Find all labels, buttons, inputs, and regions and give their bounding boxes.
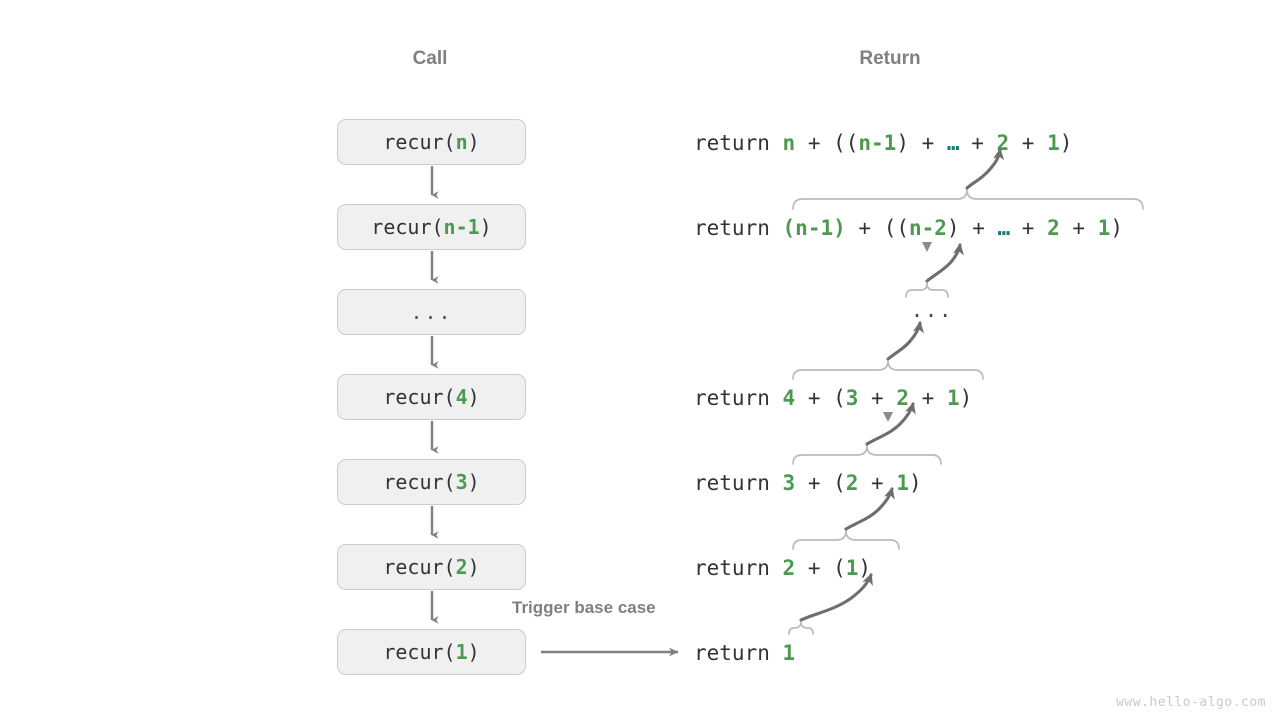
return-token: + ( [795,386,846,410]
brace-return-n-1 [792,189,1144,210]
trigger-base-case-label: Trigger base case [512,598,656,617]
brace-return-3 [792,445,942,465]
return-token: + [1009,131,1048,155]
return-line-return-4: return 4 + (3 + 2 + 1) [694,385,972,411]
call-box-suffix: ) [467,470,480,494]
call-box-argument: 3 [455,470,468,494]
return-token: ) [858,556,872,580]
tick-line-2 [922,242,932,252]
call-box-prefix: recur( [383,130,456,154]
call-box-prefix: recur( [383,385,456,409]
return-token: 1 [845,556,859,580]
column-header-call: Call [412,48,448,69]
return-token: n-1 [858,131,897,155]
call-box-recur-n[interactable]: recur(n) [337,119,526,165]
return-token: ) [1110,216,1123,240]
tick-line-4 [883,412,893,422]
call-box-prefix: recur( [383,555,456,579]
call-box-suffix: ) [467,130,480,154]
return-token: 1 [782,641,796,665]
return-token: … [997,216,1011,240]
return-token: n [782,131,796,155]
return-line-return-n: return n + ((n-1) + … + 2 + 1) [694,130,1072,156]
call-box-suffix: ) [479,215,492,239]
call-box-argument: n-1 [443,215,480,239]
curve-arrow-ellipsis [925,243,964,283]
call-box-recur-dots[interactable]: ... [337,289,526,335]
call-box-recur-2[interactable]: recur(2) [337,544,526,590]
return-token: 1 [946,386,960,410]
return-token: 1 [1097,216,1111,240]
call-box-recur-n-1[interactable]: recur(n-1) [337,204,526,250]
brace-return-4 [792,360,984,380]
return-line-return-n-1: return (n-1) + ((n-2) + … + 2 + 1) [694,215,1123,241]
call-box-argument: 4 [455,385,468,409]
return-token: + [958,131,997,155]
call-box-suffix: ) [467,640,480,664]
return-token: ) [1059,131,1073,155]
brace-return-ellipsis [905,282,949,298]
call-box-argument: n [455,130,468,154]
return-token: 1 [1047,131,1060,155]
return-token: 4 [782,386,796,410]
return-token: 2 [1047,216,1060,240]
call-box-suffix: ) [467,555,480,579]
return-token: 3 [845,386,859,410]
return-token: ( [782,216,796,240]
return-token: ) [959,386,973,410]
return-keyword: return [694,641,783,665]
brace-return-2 [792,530,900,550]
return-token: ) + [896,131,947,155]
return-token: + [1059,216,1098,240]
return-token: 2 [782,556,796,580]
return-keyword: return [694,386,783,410]
return-ellipsis: ... [911,298,954,322]
return-token: + [858,386,897,410]
return-line-return-1: return 1 [694,640,795,666]
return-token: 1 [896,471,909,495]
return-token: + [909,386,947,410]
call-box-recur-1[interactable]: recur(1) [337,629,526,675]
return-token: + [858,471,897,495]
curve-arrow-4 [886,321,924,361]
return-token: 2 [896,386,909,410]
brace-return-1 [788,621,814,635]
call-box-prefix: recur( [371,215,444,239]
return-keyword: return [694,131,783,155]
call-box-prefix: recur( [383,470,456,494]
return-token: n-2 [908,216,947,240]
return-token: 3 [782,471,796,495]
return-token: … [946,131,960,155]
return-token: ) + [946,216,998,240]
watermark: www.hello-algo.com [1116,695,1266,710]
return-keyword: return [694,556,783,580]
return-token: + (( [845,216,909,240]
return-token: n-1 [795,216,834,240]
call-box-label: ... [410,300,453,324]
return-token: 2 [996,131,1010,155]
return-keyword: return [694,471,783,495]
column-header-return: Return [859,48,921,69]
call-box-suffix: ) [467,385,480,409]
return-token: ) [833,216,846,240]
call-box-argument: 1 [455,640,468,664]
call-box-prefix: recur( [383,640,456,664]
return-token: + ( [795,556,846,580]
call-box-recur-4[interactable]: recur(4) [337,374,526,420]
call-box-argument: 2 [455,555,468,579]
return-line-return-3: return 3 + (2 + 1) [694,470,922,496]
return-token: + [1009,216,1048,240]
curve-arrow-1 [799,573,873,622]
return-token: + (( [795,131,859,155]
call-box-recur-3[interactable]: recur(3) [337,459,526,505]
return-token: 2 [845,471,859,495]
return-keyword: return [694,216,783,240]
return-token: ) [909,471,922,495]
return-token: + ( [795,471,846,495]
return-line-return-2: return 2 + (1) [694,555,871,581]
